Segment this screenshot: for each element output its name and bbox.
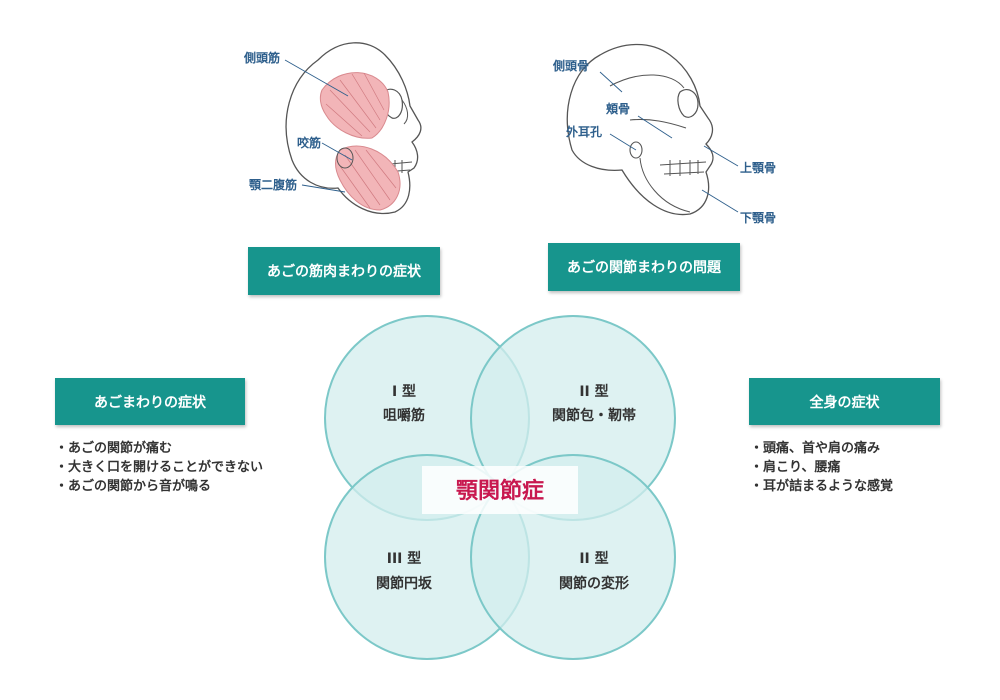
- venn-circle-type3: [324, 454, 530, 660]
- muscle-skull-icon: 側頭筋 咬筋 顎二腹筋: [243, 42, 422, 214]
- venn-type-label-1: I 型: [392, 383, 416, 400]
- body-symptoms-box: 全身の症状: [749, 378, 940, 425]
- muscle-symptoms-box: あごの筋肉まわりの症状: [248, 247, 440, 295]
- joint-problems-box: あごの関節まわりの問題: [548, 243, 740, 291]
- skull-illustrations: 側頭筋 咬筋 顎二腹筋 側頭骨 頬骨 外耳孔: [243, 42, 776, 225]
- venn-name-label-1: 咀嚼筋: [383, 407, 425, 424]
- jaw-symptom-list: あごの関節が痛む 大きく口を開けることができない あごの関節から音が鳴る: [55, 439, 263, 496]
- venn-type-label-3: III 型: [387, 550, 422, 567]
- label-ear-canal: 外耳孔: [566, 124, 602, 139]
- label-temporal-bone: 側頭骨: [552, 58, 589, 73]
- venn-circle-type2: [470, 315, 676, 521]
- center-label-bg: [422, 466, 578, 514]
- venn-circle-type1: [324, 315, 530, 521]
- label-mandible: 下顎骨: [740, 211, 776, 225]
- list-item: 頭痛、首や肩の痛み: [750, 439, 893, 458]
- label-maxilla: 上顎骨: [740, 160, 776, 175]
- venn-name-label-4: 関節の変形: [559, 575, 629, 592]
- body-symptom-list: 頭痛、首や肩の痛み 肩こり、腰痛 耳が詰まるような感覚: [750, 439, 893, 496]
- venn-name-label-3: 関節円坂: [376, 575, 433, 592]
- label-temporalis: 側頭筋: [243, 50, 280, 65]
- venn-type-label-4: II 型: [579, 550, 608, 567]
- label-digastric: 顎二腹筋: [249, 177, 297, 192]
- venn-circle-type4: [470, 454, 676, 660]
- list-item: 耳が詰まるような感覚: [750, 477, 893, 496]
- center-label: 顎関節症: [456, 478, 544, 504]
- label-masseter: 咬筋: [297, 135, 321, 150]
- venn-type-label-2: II 型: [579, 383, 608, 400]
- bone-skull-icon: 側頭骨 頬骨 外耳孔 上顎骨 下顎骨: [552, 43, 776, 225]
- jaw-symptoms-box: あごまわりの症状: [55, 378, 245, 425]
- list-item: 大きく口を開けることができない: [55, 458, 263, 477]
- list-item: あごの関節から音が鳴る: [55, 477, 263, 496]
- list-item: 肩こり、腰痛: [750, 458, 893, 477]
- list-item: あごの関節が痛む: [55, 439, 263, 458]
- venn-name-label-2: 関節包・靭帯: [552, 407, 636, 424]
- label-zygomatic-bone: 頬骨: [606, 101, 630, 116]
